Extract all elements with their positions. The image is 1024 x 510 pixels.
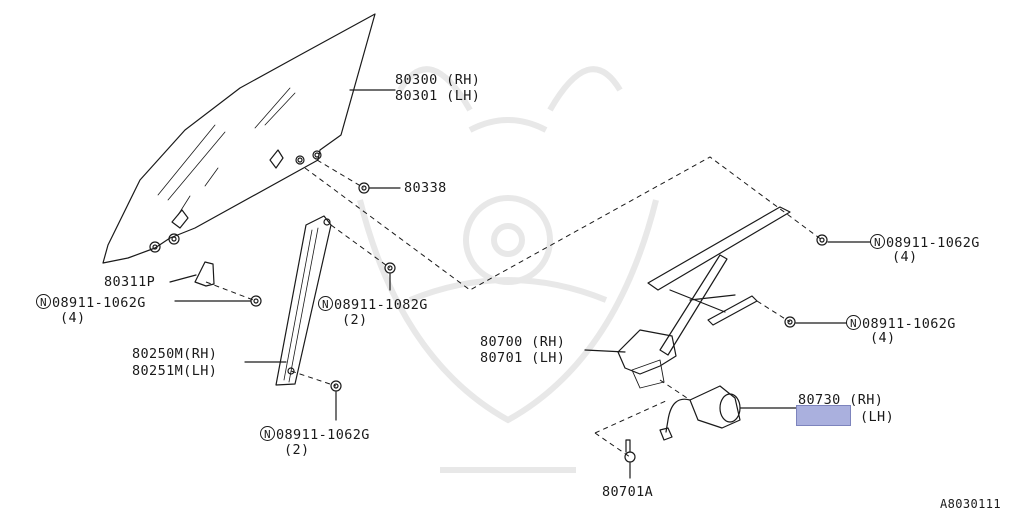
nut-symbol-icon: N <box>318 296 333 311</box>
label-glass-lh: 80301 (LH) <box>395 88 481 104</box>
bolt-center-part <box>384 262 396 291</box>
sash-hole <box>287 367 295 375</box>
bolt-right-top-code: 08911-1062G <box>886 235 980 251</box>
bolt-right-mid-code: 08911-1062G <box>862 316 956 332</box>
sash-hole-top <box>323 218 331 226</box>
label-clip: 80338 <box>404 180 447 196</box>
nut-symbol-icon: N <box>36 294 51 309</box>
glass-shading-line <box>157 87 296 201</box>
nut-symbol-icon: N <box>846 315 861 330</box>
clip-part <box>358 182 401 194</box>
glass-bracket <box>169 261 215 287</box>
label-glass-rh: 80300 (RH) <box>395 72 481 88</box>
regulator-rail-upper <box>647 206 791 291</box>
label-motor-lh: (LH) <box>860 409 895 425</box>
regulator-gear <box>631 359 665 389</box>
glass-mount-holes <box>149 149 322 253</box>
bolt-right-mid-qty: (4) <box>870 330 896 346</box>
bolt-right-mid-part <box>784 316 847 328</box>
bolt-center-qty: (2) <box>342 312 368 328</box>
label-motor-rh: 80730 (RH) <box>798 392 884 408</box>
regulator-rail-lower <box>707 295 758 326</box>
regulator-arm <box>659 254 736 356</box>
motor-part <box>659 385 797 441</box>
bolt-left-part <box>174 295 262 307</box>
sash-inner <box>283 227 319 383</box>
door-glass <box>102 13 376 264</box>
bolt-left-code: 08911-1062G <box>52 295 146 311</box>
bolt-right-top-part <box>816 234 871 246</box>
nut-symbol-icon: N <box>260 426 275 441</box>
dashed-guides <box>205 156 823 458</box>
bolt-bottom-qty: (2) <box>284 442 310 458</box>
figure-id: A8030111 <box>940 497 1001 510</box>
label-bracket: 80311P <box>104 274 156 290</box>
regulator-base <box>617 329 677 375</box>
leader-regulator <box>584 349 626 353</box>
bolt-left-qty: (4) <box>60 310 86 326</box>
label-sash-lh: 80251M(LH) <box>132 363 218 379</box>
label-regulator-rh: 80700 (RH) <box>480 334 566 350</box>
watermark-emblem <box>357 66 659 473</box>
glass-shading-line-2 <box>177 167 219 216</box>
bolt-right-top-qty: (4) <box>892 249 918 265</box>
bolt-bottom-code: 08911-1062G <box>276 427 370 443</box>
window-sash <box>275 215 332 386</box>
bolt-center-code: 08911-1082G <box>334 297 428 313</box>
screw-part <box>624 439 636 479</box>
nut-symbol-icon: N <box>870 234 885 249</box>
label-sash-rh: 80250M(RH) <box>132 346 218 362</box>
bolt-bottom-part <box>330 380 342 421</box>
label-regulator-lh: 80701 (LH) <box>480 350 566 366</box>
label-screw: 80701A <box>602 484 654 500</box>
highlight-box <box>796 405 851 426</box>
